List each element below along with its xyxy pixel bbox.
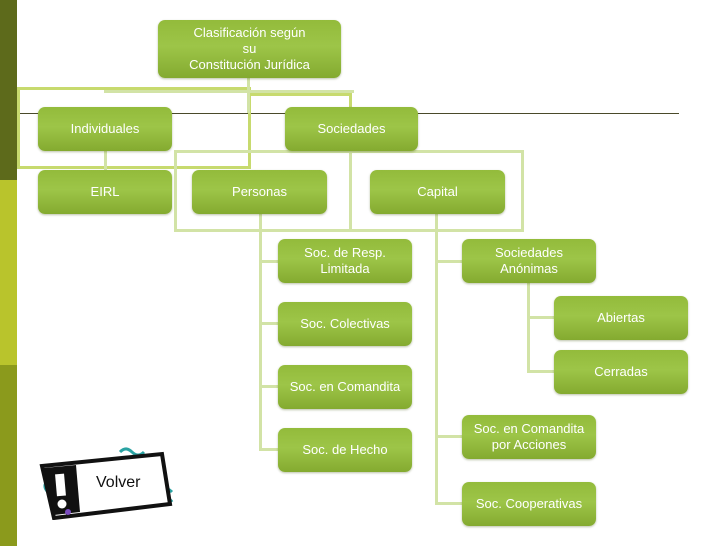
node-soc-colectivas: Soc. Colectivas (278, 302, 412, 346)
left-strip-dark (0, 0, 17, 180)
volver-label: Volver (96, 474, 141, 491)
connector-capital-spine (435, 213, 438, 505)
node-personas: Personas (192, 170, 327, 214)
connector-individuales-eirl (104, 150, 107, 170)
connector-personas-c2 (259, 322, 279, 325)
left-strip-olive (0, 365, 17, 546)
node-eirl-label: EIRL (90, 184, 120, 199)
node-root-label: Clasificación según su Constitución Jurí… (189, 25, 310, 72)
highlight-frame-top (250, 93, 352, 113)
node-individuales-label: Individuales (70, 121, 140, 136)
node-sociedades-anonimas: Sociedades Anónimas (462, 239, 596, 283)
connector-level2-bar (174, 150, 524, 153)
connector-personas-left (174, 150, 177, 232)
connector-personas-c4 (259, 448, 279, 451)
node-soc-cooperativas: Soc. Cooperativas (462, 482, 596, 526)
connector-root-down (247, 77, 250, 113)
node-soc-resp-limitada-label: Soc. de Resp. Limitada (304, 245, 386, 276)
left-strip-light (0, 180, 17, 365)
volver-button[interactable]: Volver (38, 440, 178, 521)
node-capital-label: Capital (417, 184, 458, 199)
node-cerradas-label: Cerradas (594, 364, 648, 379)
connector-capital-c2 (435, 435, 463, 438)
node-abiertas-label: Abiertas (597, 310, 645, 325)
node-personas-label: Personas (232, 184, 287, 199)
connector-personas-c1 (259, 260, 279, 263)
node-soc-hecho-label: Soc. de Hecho (302, 442, 388, 457)
connector-sociedades-down (349, 150, 352, 231)
node-soc-colectivas-label: Soc. Colectivas (300, 316, 390, 331)
highlight-frame-left (17, 87, 251, 169)
node-soc-comandita-acciones-label: Soc. en Comandita por Acciones (473, 421, 585, 452)
connector-level2-bottom (174, 229, 524, 232)
node-eirl: EIRL (38, 170, 172, 214)
connector-anonimas-c1 (527, 316, 555, 319)
node-soc-resp-limitada: Soc. de Resp. Limitada (278, 239, 412, 283)
node-soc-comandita: Soc. en Comandita (278, 365, 412, 409)
node-root: Clasificación según su Constitución Jurí… (158, 20, 341, 78)
node-cerradas: Cerradas (554, 350, 688, 394)
node-soc-comandita-acciones: Soc. en Comandita por Acciones (462, 415, 596, 459)
node-sociedades-label: Sociedades (317, 121, 386, 136)
connector-level1-bar (104, 90, 354, 93)
connector-capital-right (521, 150, 524, 232)
connector-personas-spine (259, 213, 262, 451)
node-capital: Capital (370, 170, 505, 214)
connector-anonimas-c2 (527, 370, 555, 373)
node-soc-hecho: Soc. de Hecho (278, 428, 412, 472)
node-sociedades-anonimas-label: Sociedades Anónimas (495, 245, 563, 276)
connector-personas-c3 (259, 385, 279, 388)
node-abiertas: Abiertas (554, 296, 688, 340)
connector-anonimas-spine (527, 282, 530, 372)
connector-capital-c1 (435, 260, 463, 263)
exclamation-sign-icon (39, 447, 174, 521)
connector-capital-c3 (435, 502, 463, 505)
node-sociedades: Sociedades (285, 107, 418, 151)
node-soc-cooperativas-label: Soc. Cooperativas (475, 496, 583, 511)
node-soc-comandita-label: Soc. en Comandita (289, 379, 401, 394)
node-individuales: Individuales (38, 107, 172, 151)
